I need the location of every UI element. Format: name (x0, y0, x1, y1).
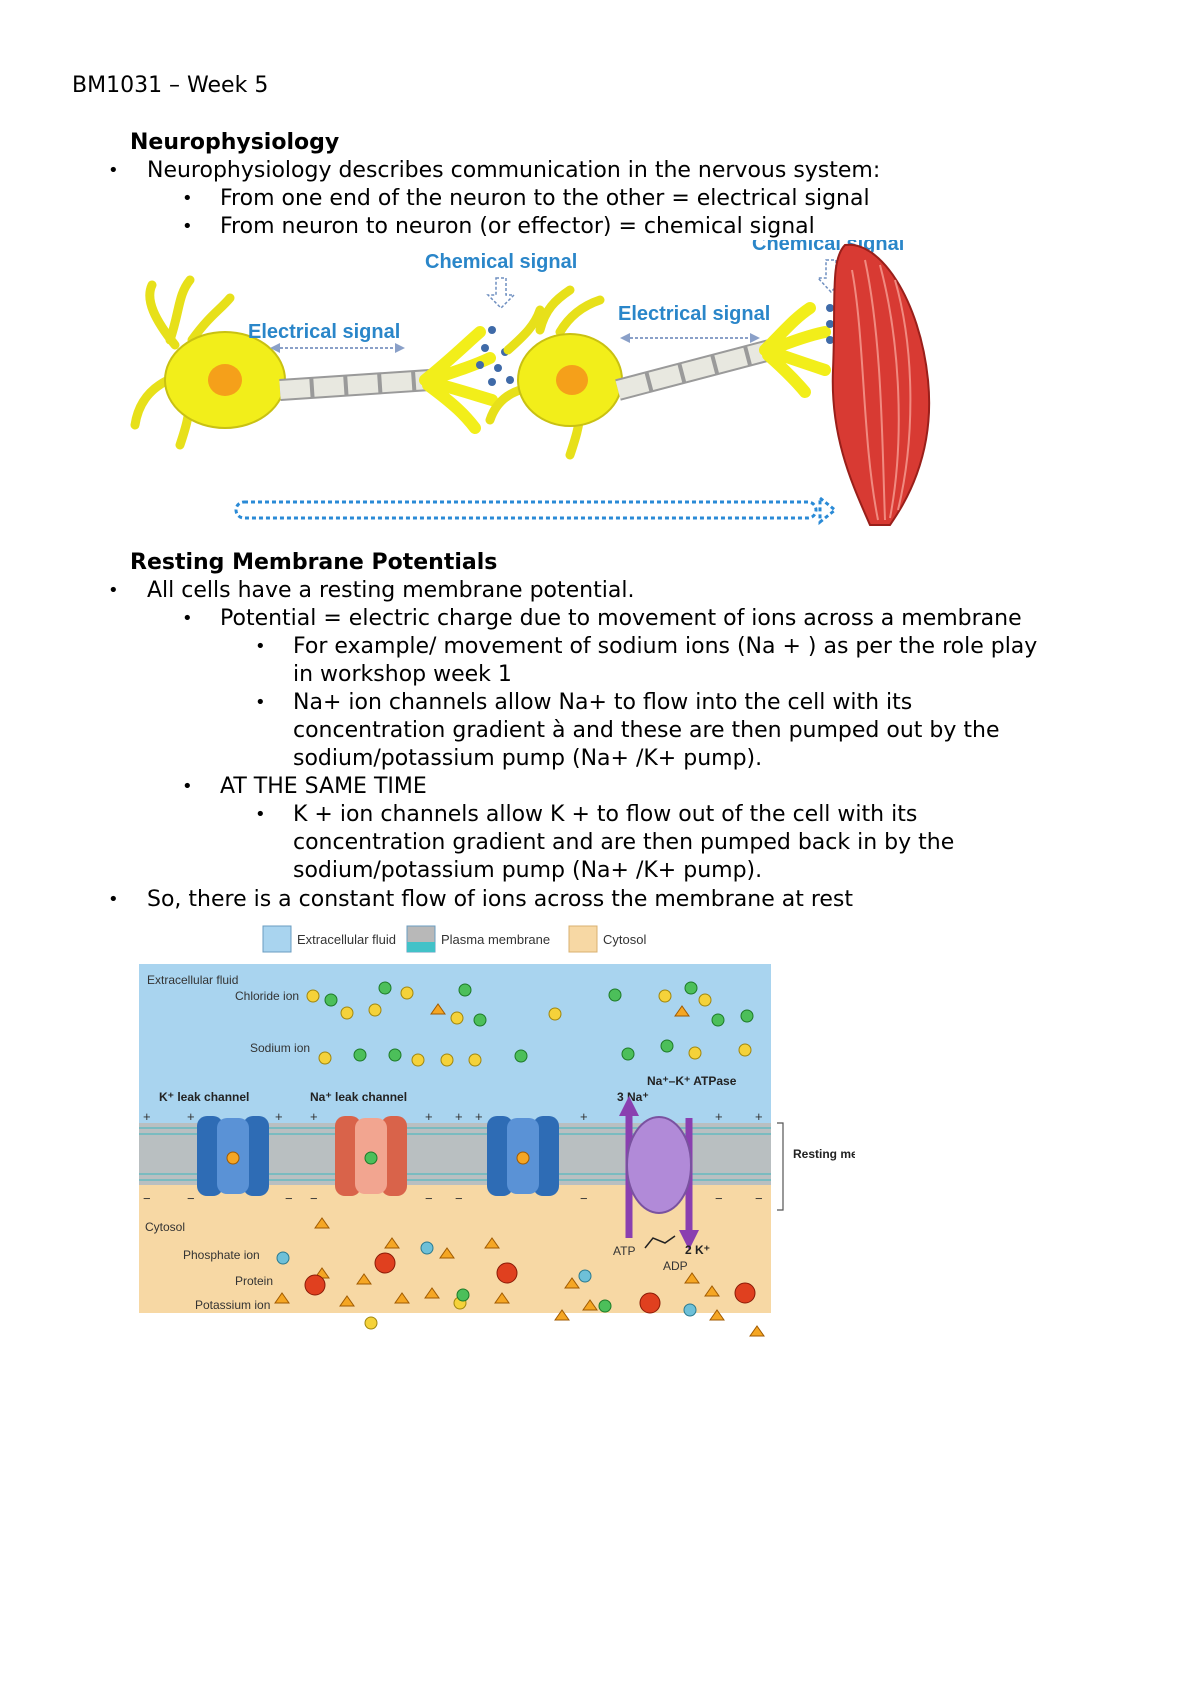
k-leak-channel (487, 1116, 559, 1196)
neuron-signaling-figure: Electrical signal Chemical signal Electr… (130, 240, 931, 526)
bullet-marker: • (182, 216, 193, 237)
label-cytosol: Cytosol (145, 1220, 185, 1234)
svg-text:+: + (425, 1109, 433, 1124)
neurotransmitter-dots-1 (476, 326, 514, 386)
svg-text:+: + (310, 1109, 318, 1124)
sub-sub-bullet-text: concentration gradient and are then pump… (293, 830, 955, 855)
label-adp: ADP (663, 1259, 688, 1273)
bullet-text: All cells have a resting membrane potent… (147, 578, 635, 603)
membrane-charges: + + + + + + + + + + − − − − − − − − − (143, 1109, 763, 1206)
sub-sub-bullet-text: in workshop week 1 (293, 662, 512, 687)
cytosol-ions (274, 1217, 765, 1337)
label-chemical-signal-2: Chemical signal (752, 240, 904, 255)
sub-bullet-text: From neuron to neuron (or effector) = ch… (220, 214, 815, 239)
svg-text:−: − (143, 1191, 151, 1206)
sub-sub-bullet-text: sodium/potassium pump (Na+ /K+ pump). (293, 858, 763, 883)
sub-sub-bullet-text: For example/ movement of sodium ions (Na… (293, 634, 1038, 659)
label-3-na: 3 Na⁺ (617, 1090, 649, 1104)
label-na-leak-channel: Na⁺ leak channel (310, 1090, 407, 1104)
svg-text:+: + (715, 1109, 723, 1124)
label-chemical-signal-1: Chemical signal (425, 251, 577, 273)
svg-text:+: + (455, 1109, 463, 1124)
svg-text:+: + (475, 1109, 483, 1124)
neuron-1 (130, 275, 498, 450)
svg-text:−: − (425, 1191, 433, 1206)
svg-text:−: − (580, 1191, 588, 1206)
svg-text:−: − (455, 1191, 463, 1206)
label-k-leak-channel: K⁺ leak channel (159, 1090, 249, 1104)
svg-text:−: − (755, 1191, 763, 1206)
bullet-marker: • (255, 804, 266, 825)
label-na-k-atpase: Na⁺–K⁺ ATPase (647, 1074, 737, 1088)
document-header: BM1031 – Week 5 (72, 73, 269, 98)
label-electrical-signal-1: Electrical signal (248, 321, 400, 343)
label-protein: Protein (235, 1274, 273, 1288)
sub-sub-bullet-text: Na+ ion channels allow Na+ to flow into … (293, 690, 913, 715)
bullet-marker: • (108, 889, 119, 910)
svg-text:+: + (143, 1109, 151, 1124)
bullet-marker: • (182, 776, 193, 797)
label-extracellular-fluid: Extracellular fluid (147, 973, 238, 987)
bullet-marker: • (255, 636, 266, 657)
svg-text:−: − (187, 1191, 195, 1206)
neuron-2 (485, 285, 831, 460)
sub-bullet-text: AT THE SAME TIME (220, 774, 427, 799)
legend-cytosol: Cytosol (603, 932, 646, 947)
section-heading-resting-membrane-potentials: Resting Membrane Potentials (130, 550, 498, 575)
k-leak-channel (197, 1116, 269, 1196)
sub-sub-bullet-text: K + ion channels allow K + to flow out o… (293, 802, 918, 827)
label-2-k: 2 K⁺ (685, 1243, 710, 1257)
sub-bullet-text: From one end of the neuron to the other … (220, 186, 870, 211)
bullet-marker: • (108, 580, 119, 601)
muscle-effector (831, 243, 931, 526)
svg-text:−: − (715, 1191, 723, 1206)
label-phosphate-ion: Phosphate ion (183, 1248, 260, 1262)
bullet-marker: • (108, 160, 119, 181)
bullet-text: Neurophysiology describes communication … (147, 158, 881, 183)
label-atp: ATP (613, 1244, 635, 1258)
label-electrical-signal-2: Electrical signal (618, 303, 770, 325)
label-resting-membrane-potential: Resting membrane potential (793, 1147, 855, 1161)
svg-text:−: − (310, 1191, 318, 1206)
svg-text:+: + (755, 1109, 763, 1124)
extracellular-ions (306, 981, 754, 1067)
bullet-marker: • (182, 608, 193, 629)
label-potassium-ion: Potassium ion (195, 1298, 270, 1312)
svg-text:+: + (275, 1109, 283, 1124)
legend-extracellular: Extracellular fluid (297, 932, 396, 947)
bullet-text: So, there is a constant flow of ions acr… (147, 887, 854, 912)
label-sodium-ion: Sodium ion (250, 1041, 310, 1055)
svg-text:+: + (187, 1109, 195, 1124)
svg-text:−: − (285, 1191, 293, 1206)
sub-sub-bullet-text: sodium/potassium pump (Na+ /K+ pump). (293, 746, 763, 771)
label-chloride-ion: Chloride ion (235, 989, 299, 1003)
bullet-marker: • (182, 188, 193, 209)
sub-sub-bullet-text: concentration gradient à and these are t… (293, 718, 1000, 743)
neurotransmitter-dots-2 (826, 304, 834, 344)
na-leak-channel (335, 1116, 407, 1196)
legend-plasma-membrane: Plasma membrane (441, 932, 550, 947)
svg-text:+: + (580, 1109, 588, 1124)
figure-legend: Extracellular fluid Plasma membrane Cyto… (262, 925, 646, 953)
membrane-potential-figure: Extracellular fluid Plasma membrane Cyto… (139, 925, 855, 1337)
section-heading-neurophysiology: Neurophysiology (130, 130, 340, 155)
sub-bullet-text: Potential = electric charge due to movem… (220, 606, 1022, 631)
bullet-marker: • (255, 692, 266, 713)
na-k-atpase-pump (619, 1096, 699, 1250)
